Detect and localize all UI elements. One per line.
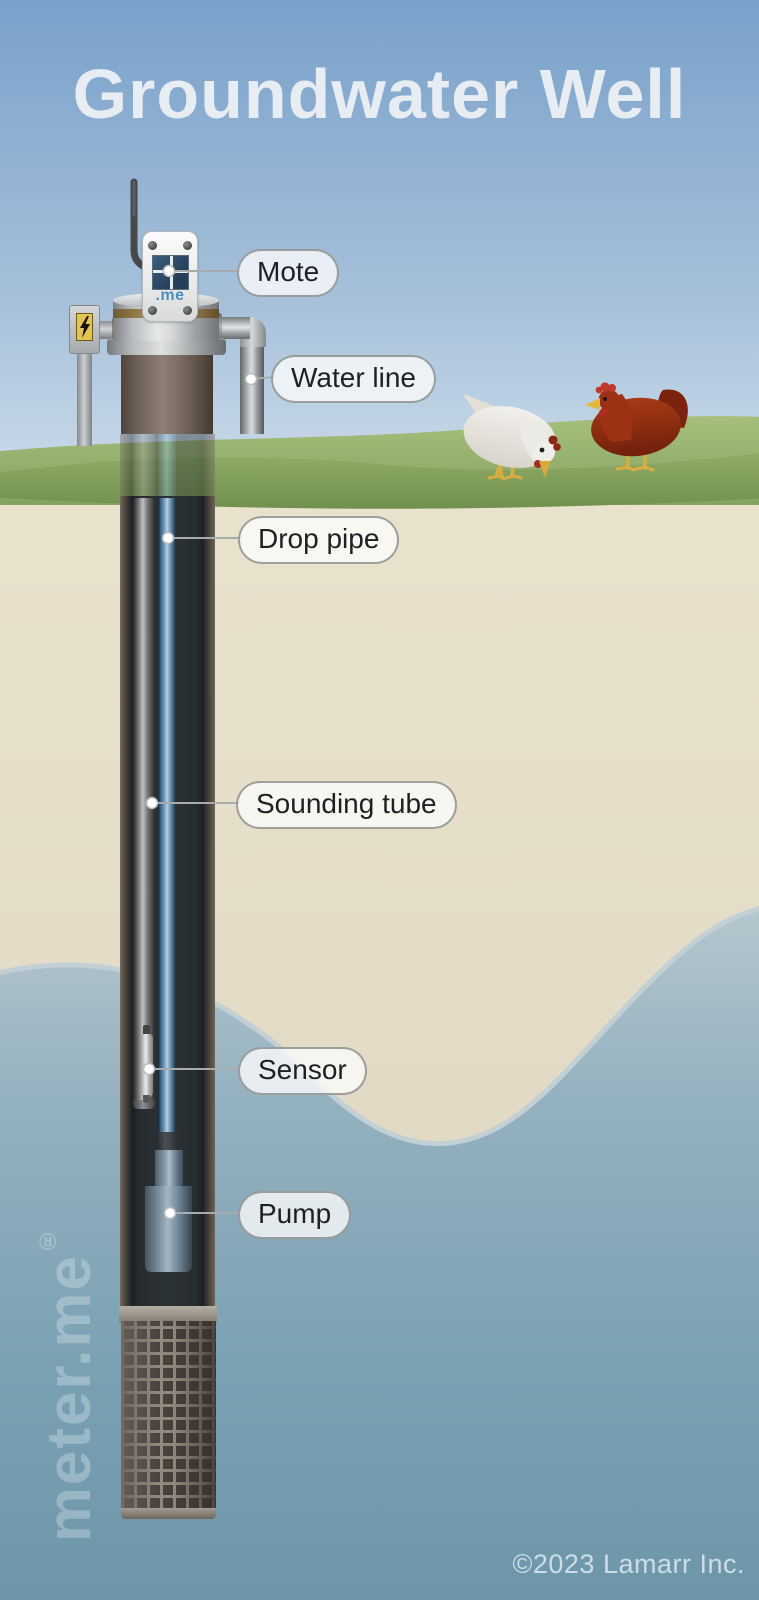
lightning-bolt-icon — [79, 316, 90, 338]
mote-logo: .me — [155, 287, 185, 304]
power-conduit-pole — [77, 352, 92, 446]
leader-dot-sounding-tube — [145, 796, 159, 810]
label-drop-pipe: Drop pipe — [238, 516, 400, 564]
white-chicken — [463, 394, 561, 481]
well-casing-ghost-through-grass — [120, 434, 215, 498]
pump-coupling — [156, 1132, 177, 1154]
leader-dot-drop-pipe — [161, 531, 175, 545]
copyright-text: ©2023 Lamarr Inc. — [512, 1549, 745, 1579]
sensor-bottom-tip — [143, 1095, 150, 1103]
label-mote: Mote — [237, 249, 340, 297]
grass-hill-front — [0, 453, 759, 509]
well-screen — [121, 1321, 216, 1511]
sounding-tube-end-cap — [133, 1100, 155, 1109]
chickens — [463, 382, 688, 481]
leader-dot-mote — [162, 264, 176, 278]
label-sensor: Sensor — [238, 1047, 367, 1095]
label-sounding-tube: Sounding tube — [236, 781, 457, 829]
well-screen-foot — [121, 1508, 216, 1519]
leader-dot-water-line — [244, 372, 258, 386]
power-box — [69, 305, 100, 354]
label-pump: Pump — [238, 1191, 352, 1239]
screw-icon — [183, 306, 192, 315]
water-line-pipe-vertical — [240, 340, 264, 434]
sounding-tube-ghost — [133, 434, 155, 498]
sensor-cable-tip — [143, 1025, 150, 1037]
screw-icon — [148, 306, 157, 315]
screw-icon — [183, 241, 192, 250]
well-casing-above-ground — [121, 352, 213, 434]
screw-icon — [148, 241, 157, 250]
sounding-tube — [133, 498, 155, 1104]
water-line-pipe-horizontal — [214, 317, 250, 339]
pump-upper-section — [155, 1150, 183, 1188]
page-title: Groundwater Well — [72, 55, 687, 133]
pump-device — [145, 1186, 192, 1272]
brown-chicken — [585, 382, 688, 472]
leader-dot-sensor — [142, 1062, 156, 1076]
drop-pipe-ghost — [158, 434, 176, 498]
leader-dot-pump — [163, 1206, 177, 1220]
electric-warning-label — [76, 313, 93, 341]
well-screen-collar — [119, 1306, 217, 1323]
drop-pipe — [158, 498, 176, 1138]
label-water-line: Water line — [271, 355, 437, 403]
